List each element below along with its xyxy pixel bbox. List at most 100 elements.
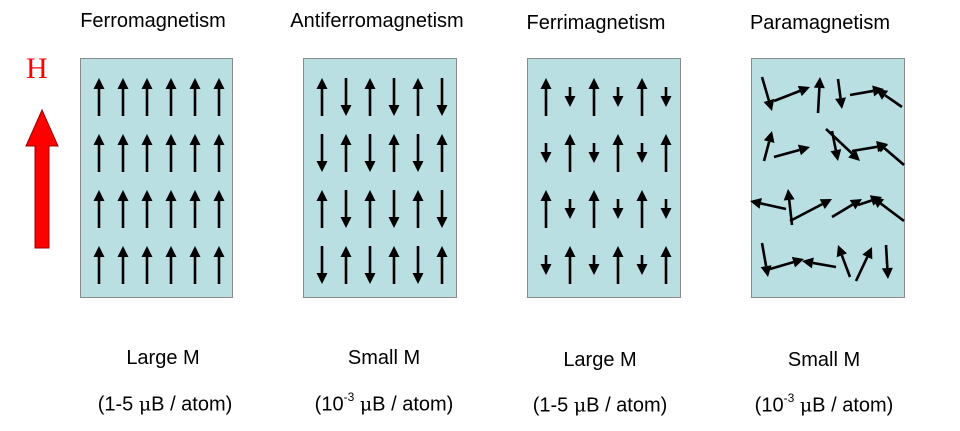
spin-down-arrow-icon: [636, 143, 648, 163]
panel-ferrimagnetism: [527, 58, 681, 298]
spin-random-arrow-icon: [835, 78, 846, 109]
spin-random-arrow-icon: [876, 89, 903, 109]
spin-up-arrow-icon: [612, 134, 624, 172]
spin-up-arrow-icon: [141, 78, 153, 116]
spin-down-arrow-icon: [388, 78, 400, 116]
spin-random-arrow-icon: [802, 257, 837, 269]
spin-up-arrow-icon: [165, 134, 177, 172]
spin-up-arrow-icon: [117, 134, 129, 172]
spin-up-arrow-icon: [117, 246, 129, 284]
title-ferromagnetism: Ferromagnetism: [80, 10, 226, 32]
spin-random-arrow-icon: [825, 128, 860, 161]
spin-lattice-paramagnetism: [750, 76, 905, 282]
spin-up-arrow-icon: [213, 190, 225, 228]
spin-down-arrow-icon: [660, 199, 672, 219]
spin-up-arrow-icon: [564, 246, 576, 284]
spin-random-arrow-icon: [876, 141, 905, 166]
moment-paramagnetism: (10-3 μB / atom): [754, 391, 894, 417]
spin-up-arrow-icon: [388, 134, 400, 172]
spin-down-arrow-icon: [564, 199, 576, 219]
spin-down-arrow-icon: [436, 78, 448, 116]
spin-up-arrow-icon: [117, 190, 129, 228]
spin-up-arrow-icon: [412, 78, 424, 116]
spin-lattice-antiferromagnetism: [316, 78, 448, 284]
spin-down-arrow-icon: [564, 87, 576, 107]
spin-random-arrow-icon: [831, 199, 862, 219]
spin-up-arrow-icon: [213, 134, 225, 172]
spin-up-arrow-icon: [316, 190, 328, 228]
spin-down-arrow-icon: [588, 143, 600, 163]
spin-down-arrow-icon: [364, 134, 376, 172]
spin-up-arrow-icon: [165, 246, 177, 284]
spin-random-arrow-icon: [813, 77, 825, 114]
panel-ferromagnetism: [80, 58, 233, 298]
spin-down-arrow-icon: [612, 87, 624, 107]
spin-down-arrow-icon: [588, 255, 600, 275]
spin-up-arrow-icon: [636, 78, 648, 116]
spin-up-arrow-icon: [436, 134, 448, 172]
spin-up-arrow-icon: [117, 78, 129, 116]
spin-up-arrow-icon: [388, 246, 400, 284]
moment-ferrimagnetism: (1-5 μB / atom): [532, 394, 668, 417]
spin-up-arrow-icon: [316, 78, 328, 116]
spin-up-arrow-icon: [588, 78, 600, 116]
spin-up-arrow-icon: [189, 78, 201, 116]
spin-lattice-ferromagnetism: [93, 78, 225, 284]
spin-up-arrow-icon: [660, 246, 672, 284]
spin-down-arrow-icon: [316, 134, 328, 172]
title-ferrimagnetism: Ferrimagnetism: [526, 12, 666, 34]
spin-up-arrow-icon: [213, 78, 225, 116]
spin-up-arrow-icon: [141, 134, 153, 172]
spin-up-arrow-icon: [165, 190, 177, 228]
spin-up-arrow-icon: [340, 134, 352, 172]
spin-up-arrow-icon: [364, 78, 376, 116]
spin-down-arrow-icon: [540, 143, 552, 163]
spin-down-arrow-icon: [412, 134, 424, 172]
spin-down-arrow-icon: [388, 190, 400, 228]
spin-up-arrow-icon: [540, 190, 552, 228]
spin-up-arrow-icon: [93, 78, 105, 116]
spin-up-arrow-icon: [213, 246, 225, 284]
spin-up-arrow-icon: [660, 134, 672, 172]
title-paramagnetism: Paramagnetism: [749, 12, 891, 34]
panel-paramagnetism: [750, 58, 905, 298]
spin-down-arrow-icon: [636, 255, 648, 275]
spin-random-arrow-icon: [789, 199, 832, 223]
spin-up-arrow-icon: [93, 246, 105, 284]
spin-random-arrow-icon: [836, 245, 852, 278]
spin-up-arrow-icon: [436, 246, 448, 284]
panel-antiferromagnetism: [303, 58, 457, 298]
spin-up-arrow-icon: [636, 190, 648, 228]
spin-down-arrow-icon: [660, 87, 672, 107]
field-label-h: H: [26, 52, 48, 85]
spin-down-arrow-icon: [612, 199, 624, 219]
spin-up-arrow-icon: [364, 190, 376, 228]
spin-up-arrow-icon: [340, 246, 352, 284]
spin-up-arrow-icon: [165, 78, 177, 116]
spin-random-arrow-icon: [773, 144, 810, 159]
title-antiferromagnetism: Antiferromagnetism: [290, 10, 464, 32]
magnitude-ferromagnetism: Large M: [126, 347, 200, 369]
spin-random-arrow-icon: [872, 197, 905, 223]
spin-down-arrow-icon: [412, 246, 424, 284]
spin-random-arrow-icon: [769, 256, 804, 271]
spin-up-arrow-icon: [588, 190, 600, 228]
spin-up-arrow-icon: [141, 246, 153, 284]
spin-down-arrow-icon: [540, 255, 552, 275]
field-arrow-icon: [25, 108, 59, 249]
spin-random-arrow-icon: [760, 242, 772, 277]
spin-up-arrow-icon: [612, 246, 624, 284]
spin-down-arrow-icon: [316, 246, 328, 284]
spin-up-arrow-icon: [93, 190, 105, 228]
spin-down-arrow-icon: [364, 246, 376, 284]
magnitude-ferrimagnetism: Large M: [563, 349, 637, 371]
spin-random-arrow-icon: [881, 244, 893, 279]
moment-ferromagnetism: (1-5 μB / atom): [97, 393, 233, 416]
magnitude-paramagnetism: Small M: [787, 349, 861, 371]
spin-random-arrow-icon: [750, 198, 787, 211]
spin-random-arrow-icon: [762, 131, 775, 162]
spin-up-arrow-icon: [141, 190, 153, 228]
moment-antiferromagnetism: (10-3 μB / atom): [314, 390, 454, 416]
spin-down-arrow-icon: [436, 190, 448, 228]
spin-up-arrow-icon: [189, 246, 201, 284]
